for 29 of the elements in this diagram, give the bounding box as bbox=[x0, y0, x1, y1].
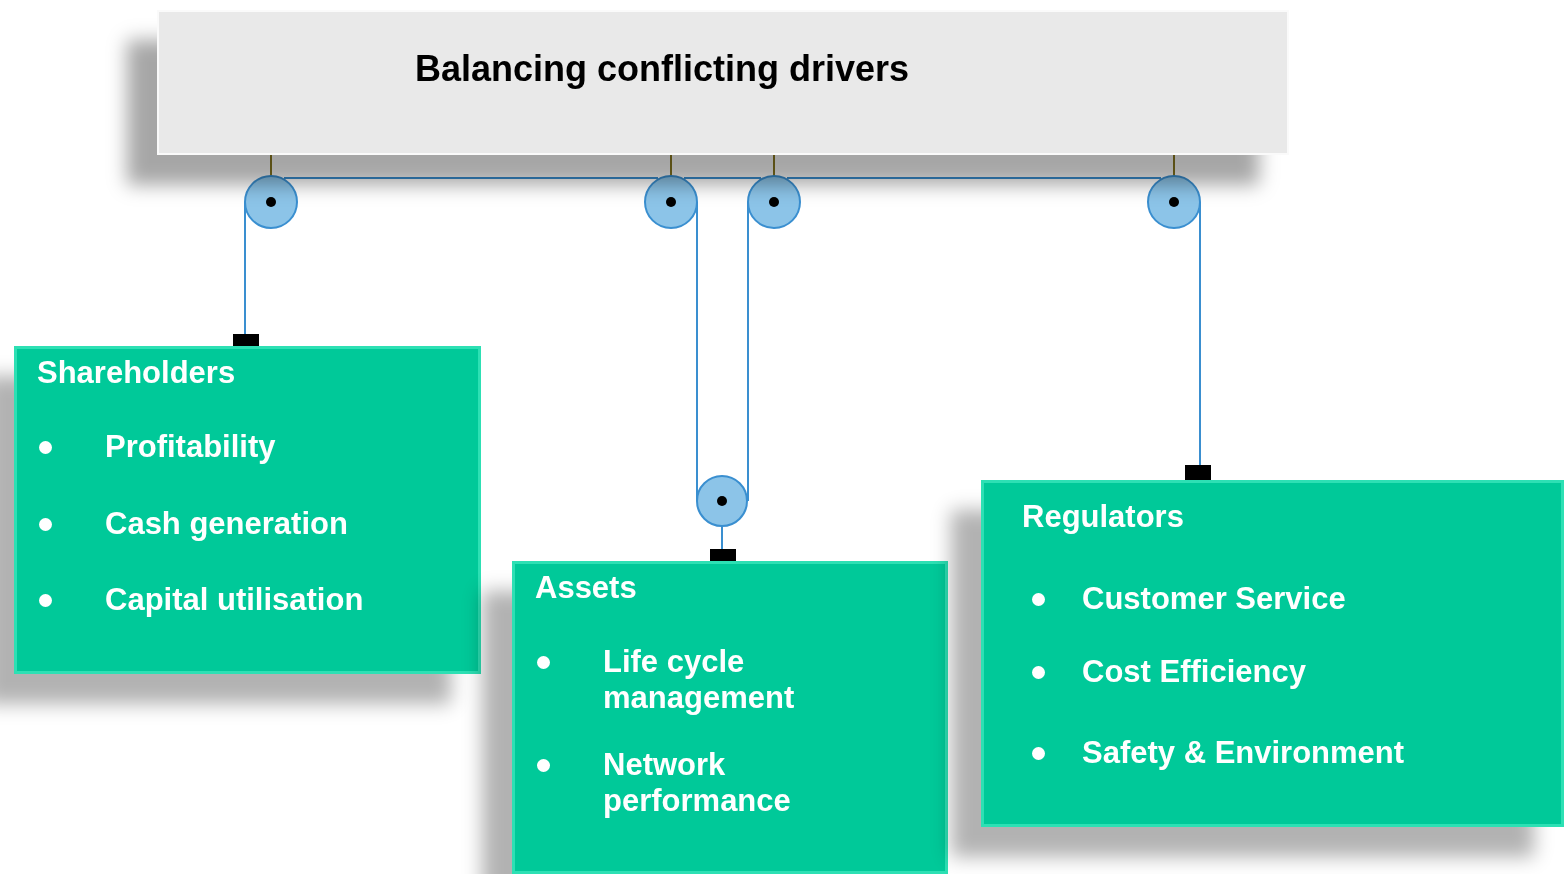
pulley-wheel bbox=[244, 175, 298, 229]
pulley-wheel bbox=[1147, 175, 1201, 229]
hanger-line bbox=[773, 154, 775, 177]
stakeholder-card bbox=[512, 561, 948, 874]
hanger-line bbox=[1173, 154, 1175, 177]
bullet-text: Safety & Environment bbox=[1082, 735, 1406, 771]
bullet-text: Capital utilisation bbox=[105, 582, 365, 618]
bullet-text: Life cycle management bbox=[603, 644, 796, 716]
bullet-text: Cost Efficiency bbox=[1082, 654, 1307, 690]
hanger-line bbox=[670, 154, 672, 177]
bullet-text: Network performance bbox=[603, 747, 792, 819]
rope-line bbox=[683, 177, 762, 179]
rope-line bbox=[283, 177, 659, 179]
bullet-text: Customer Service bbox=[1082, 581, 1347, 617]
card-heading: Shareholders bbox=[37, 355, 236, 391]
pulley-wheel bbox=[644, 175, 698, 229]
beam-bar bbox=[157, 10, 1289, 155]
pulley-wheel bbox=[747, 175, 801, 229]
stakeholder-card bbox=[981, 480, 1564, 827]
card-heading: Regulators bbox=[1022, 499, 1184, 535]
hanger-line bbox=[270, 154, 272, 177]
beam-title: Balancing conflicting drivers bbox=[415, 48, 910, 90]
rope-line bbox=[721, 525, 723, 550]
card-heading: Assets bbox=[535, 570, 637, 606]
bullet-text: Profitability bbox=[105, 429, 277, 465]
pulley-wheel bbox=[696, 475, 748, 527]
bullet-text: Cash generation bbox=[105, 506, 349, 542]
rope-line bbox=[786, 177, 1162, 179]
stakeholder-card bbox=[14, 346, 481, 674]
